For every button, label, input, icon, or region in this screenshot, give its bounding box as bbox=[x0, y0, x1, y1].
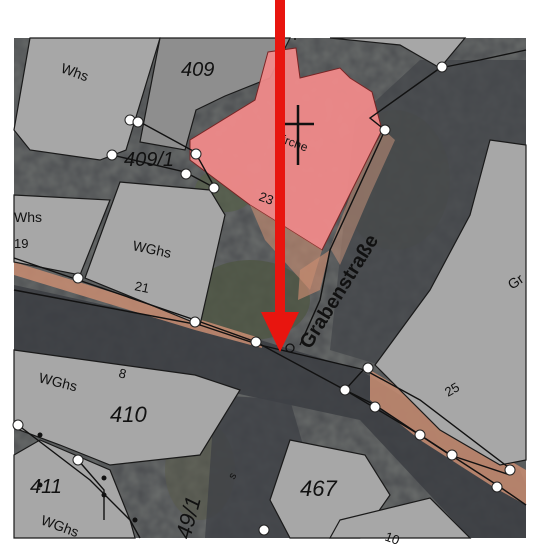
cross-icon bbox=[282, 105, 314, 165]
building-label-whs-left: Whs bbox=[14, 209, 42, 225]
boundary-point bbox=[446, 449, 458, 461]
boundary-point bbox=[190, 148, 202, 160]
building-wghs-21 bbox=[84, 181, 226, 326]
road-mark-s: s bbox=[226, 470, 239, 481]
boundary-point bbox=[12, 419, 24, 431]
building-10 bbox=[328, 497, 472, 539]
boundary-point bbox=[132, 116, 144, 128]
survey-point bbox=[285, 343, 295, 353]
house-number-23: 23 bbox=[257, 189, 276, 208]
building-409 bbox=[139, 37, 291, 151]
boundary-point bbox=[491, 481, 503, 493]
small-marks bbox=[37, 432, 138, 523]
buildings bbox=[13, 37, 527, 539]
building-whs-top bbox=[13, 37, 161, 161]
church-wing bbox=[250, 205, 322, 290]
building-label-wghs-21: WGhs bbox=[131, 237, 172, 261]
boundary-point bbox=[362, 362, 374, 374]
house-number-10: 10 bbox=[383, 529, 402, 546]
building-gr-right bbox=[374, 139, 527, 466]
boundary-point bbox=[180, 168, 192, 180]
boundary-point bbox=[250, 336, 262, 348]
boundary-point bbox=[106, 149, 118, 161]
parcel-410: 410 bbox=[110, 402, 147, 427]
boundary-points bbox=[12, 61, 516, 536]
boundary-point bbox=[208, 182, 220, 194]
house-number-8: 8 bbox=[117, 365, 128, 381]
boundary-point bbox=[436, 61, 448, 73]
boundary-point bbox=[379, 124, 391, 136]
sidewalks bbox=[14, 130, 526, 505]
boundary-point bbox=[369, 401, 381, 413]
boundary-point bbox=[339, 384, 351, 396]
parcel-409-1: 409/1 bbox=[124, 149, 174, 171]
house-number-25: 25 bbox=[442, 379, 462, 399]
house-number-21: 21 bbox=[133, 278, 150, 296]
boundary-point bbox=[72, 454, 84, 466]
boundary-point bbox=[504, 464, 516, 476]
building-wghs-8 bbox=[13, 349, 241, 466]
house-number-19: 19 bbox=[14, 236, 28, 251]
boundary-point bbox=[258, 524, 270, 536]
down-arrow-icon bbox=[261, 0, 299, 352]
parcel-409: 409 bbox=[181, 59, 214, 81]
parcel-411: 411 bbox=[30, 476, 62, 498]
boundary-point bbox=[414, 429, 426, 441]
parcel-467: 467 bbox=[300, 476, 337, 501]
boundary-point bbox=[72, 272, 84, 284]
boundary-point bbox=[189, 316, 201, 328]
